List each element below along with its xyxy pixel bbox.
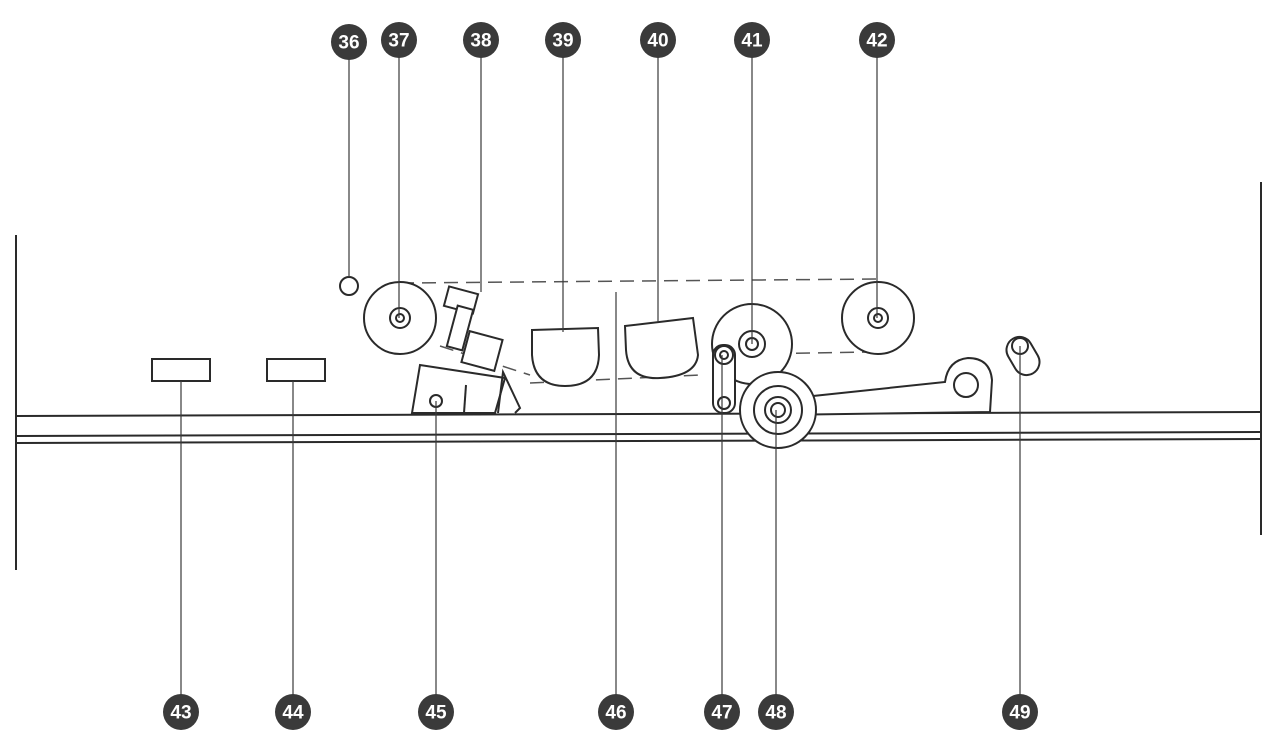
callout-38: 38 [463,22,499,58]
callout-49-label: 49 [1009,703,1030,724]
callout-41: 41 [734,22,770,58]
callout-45-label: 45 [425,703,447,724]
callout-43-label: 43 [170,703,191,724]
callout-47: 47 [704,694,740,730]
supply-reel-hub-37 [363,281,437,355]
slotted-pin-49 [1005,335,1041,377]
callout-48-label: 48 [765,703,786,724]
callout-46-label: 46 [605,703,626,724]
callout-41-label: 41 [741,31,763,52]
callout-45: 45 [418,694,454,730]
callout-38-label: 38 [470,31,491,52]
button-43 [151,358,211,382]
callout-39-label: 39 [552,31,573,52]
callout-48: 48 [758,694,794,730]
callout-42: 42 [859,22,895,58]
guide-pin-36 [339,276,359,296]
callout-37-label: 37 [388,31,409,52]
callout-47-label: 47 [711,703,732,724]
erase-head-39 [531,326,601,388]
callout-42-label: 42 [866,31,887,52]
leader-lines [180,56,1021,695]
callout-37: 37 [381,22,417,58]
pinch-roller-48 [739,356,994,449]
callout-36: 36 [331,24,367,60]
callout-49: 49 [1002,694,1038,730]
callout-39: 39 [545,22,581,58]
tension-arm-38 [442,285,504,373]
callout-40-label: 40 [647,31,668,52]
callout-43: 43 [163,694,199,730]
callout-44: 44 [275,694,311,730]
callout-36-label: 36 [338,33,359,54]
guide-post-47 [712,344,736,414]
takeup-reel-hub-42 [841,281,915,355]
play-head-40 [623,316,700,380]
callout-46: 46 [598,694,634,730]
callout-40: 40 [640,22,676,58]
tape-guide-block-45 [410,363,522,414]
button-44 [266,358,326,382]
base-rail [15,411,1262,444]
callout-44-label: 44 [282,703,304,724]
